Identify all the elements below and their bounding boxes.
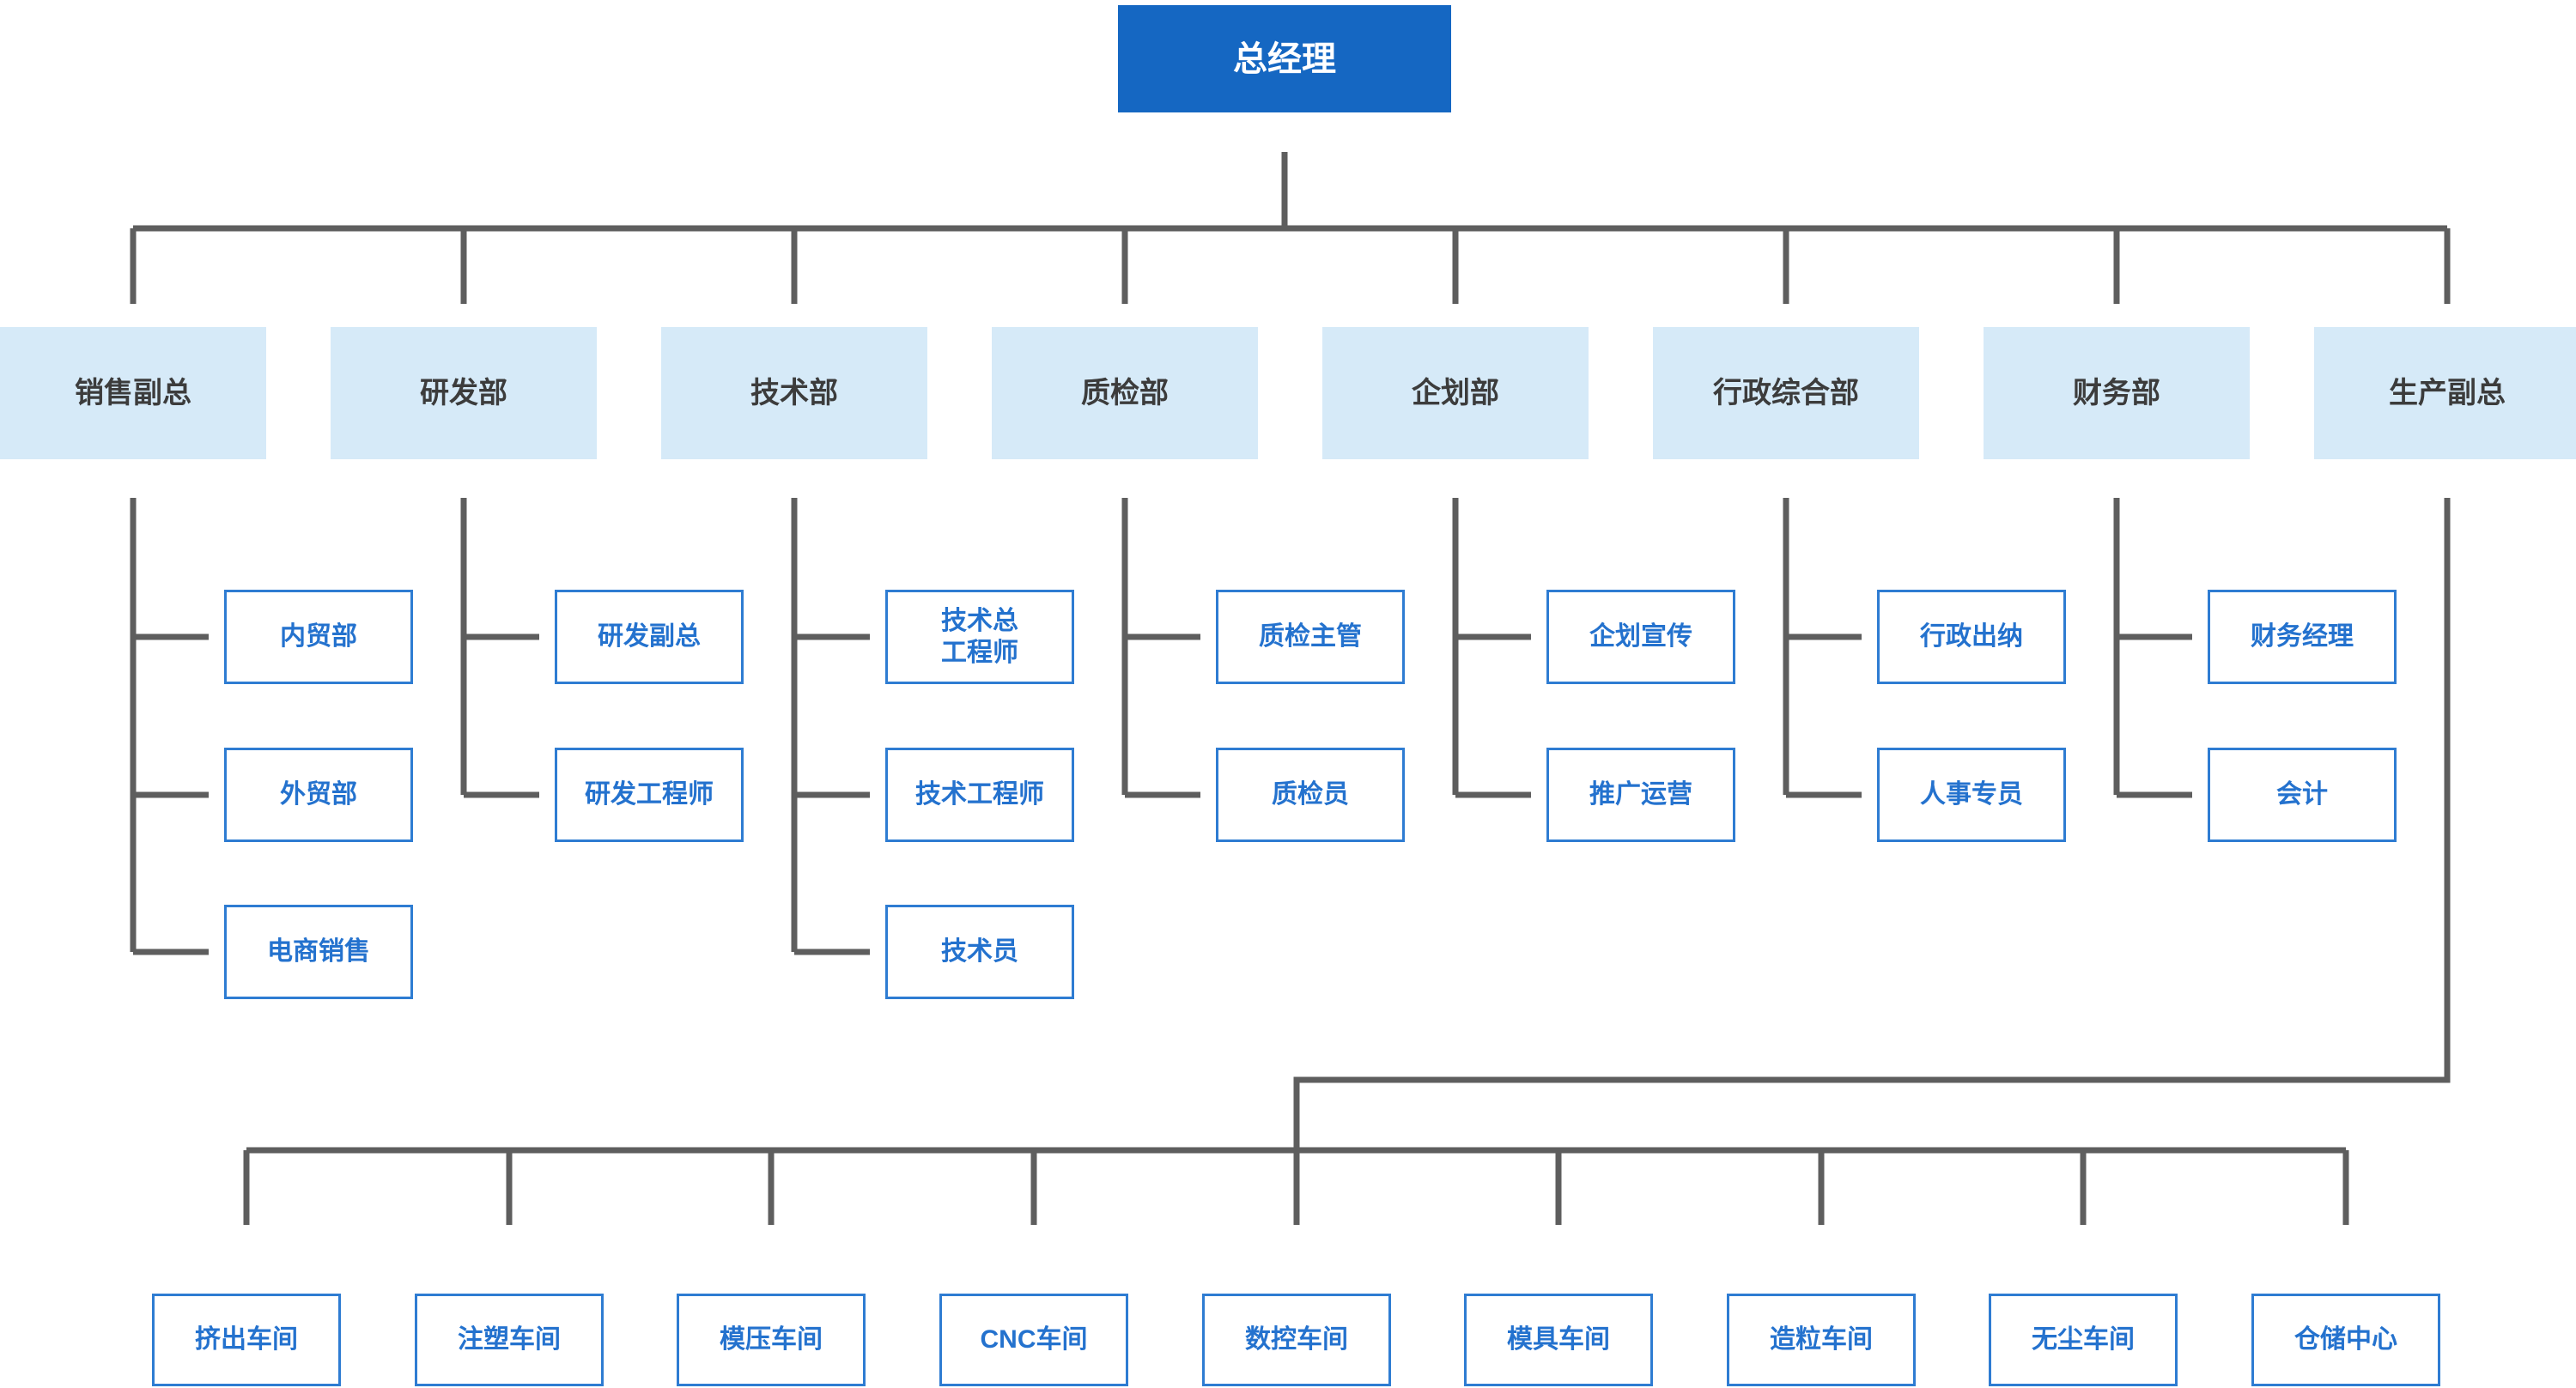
leaf-node-planning-publicity: 企划宣传 — [1546, 590, 1735, 684]
leaf-node-qc-inspector: 质检员 — [1216, 748, 1405, 842]
leaf-node-foreign-trade: 外贸部 — [224, 748, 413, 842]
workshop-node-extrusion: 挤出车间 — [152, 1294, 341, 1386]
dept-drops — [130, 228, 2451, 304]
dept-node-sales-vp: 销售副总 — [0, 327, 266, 459]
leaf-node-finance-manager: 财务经理 — [2208, 590, 2397, 684]
leaf-node-rd-vp: 研发副总 — [555, 590, 744, 684]
workshop-node-injection: 注塑车间 — [415, 1294, 604, 1386]
leaf-node-technician: 技术员 — [885, 905, 1074, 999]
leaf-node-qc-supervisor: 质检主管 — [1216, 590, 1405, 684]
dept-node-finance: 财务部 — [1984, 327, 2250, 459]
dept-node-admin: 行政综合部 — [1653, 327, 1919, 459]
workshop-node-dust-free: 无尘车间 — [1989, 1294, 2178, 1386]
leaf-node-accountant: 会计 — [2208, 748, 2397, 842]
leaf-node-hr-specialist: 人事专员 — [1877, 748, 2066, 842]
dept-node-planning: 企划部 — [1322, 327, 1589, 459]
workshop-node-warehouse: 仓储中心 — [2251, 1294, 2440, 1386]
workshop-node-granulation: 造粒车间 — [1727, 1294, 1916, 1386]
leaf-node-promotion-ops: 推广运营 — [1546, 748, 1735, 842]
workshop-node-nc: 数控车间 — [1202, 1294, 1391, 1386]
dept-node-qc: 质检部 — [992, 327, 1258, 459]
leaf-node-tech-engineer: 技术工程师 — [885, 748, 1074, 842]
dept-node-rd: 研发部 — [331, 327, 597, 459]
root-node-general-manager: 总经理 — [1118, 5, 1451, 112]
leaf-node-domestic-trade: 内贸部 — [224, 590, 413, 684]
dept-node-technology: 技术部 — [661, 327, 927, 459]
dept-spines — [130, 498, 2120, 952]
leaf-node-admin-cashier: 行政出纳 — [1877, 590, 2066, 684]
workshop-node-molding: 模压车间 — [677, 1294, 866, 1386]
leaf-node-ecommerce-sales: 电商销售 — [224, 905, 413, 999]
dept-node-production-vp: 生产副总 — [2314, 327, 2576, 459]
workshop-node-mold: 模具车间 — [1464, 1294, 1653, 1386]
workshop-node-cnc: CNC车间 — [939, 1294, 1128, 1386]
leaf-node-rd-engineer: 研发工程师 — [555, 748, 744, 842]
leaf-node-chief-engineer: 技术总 工程师 — [885, 590, 1074, 684]
workshop-drops — [243, 1150, 2349, 1225]
